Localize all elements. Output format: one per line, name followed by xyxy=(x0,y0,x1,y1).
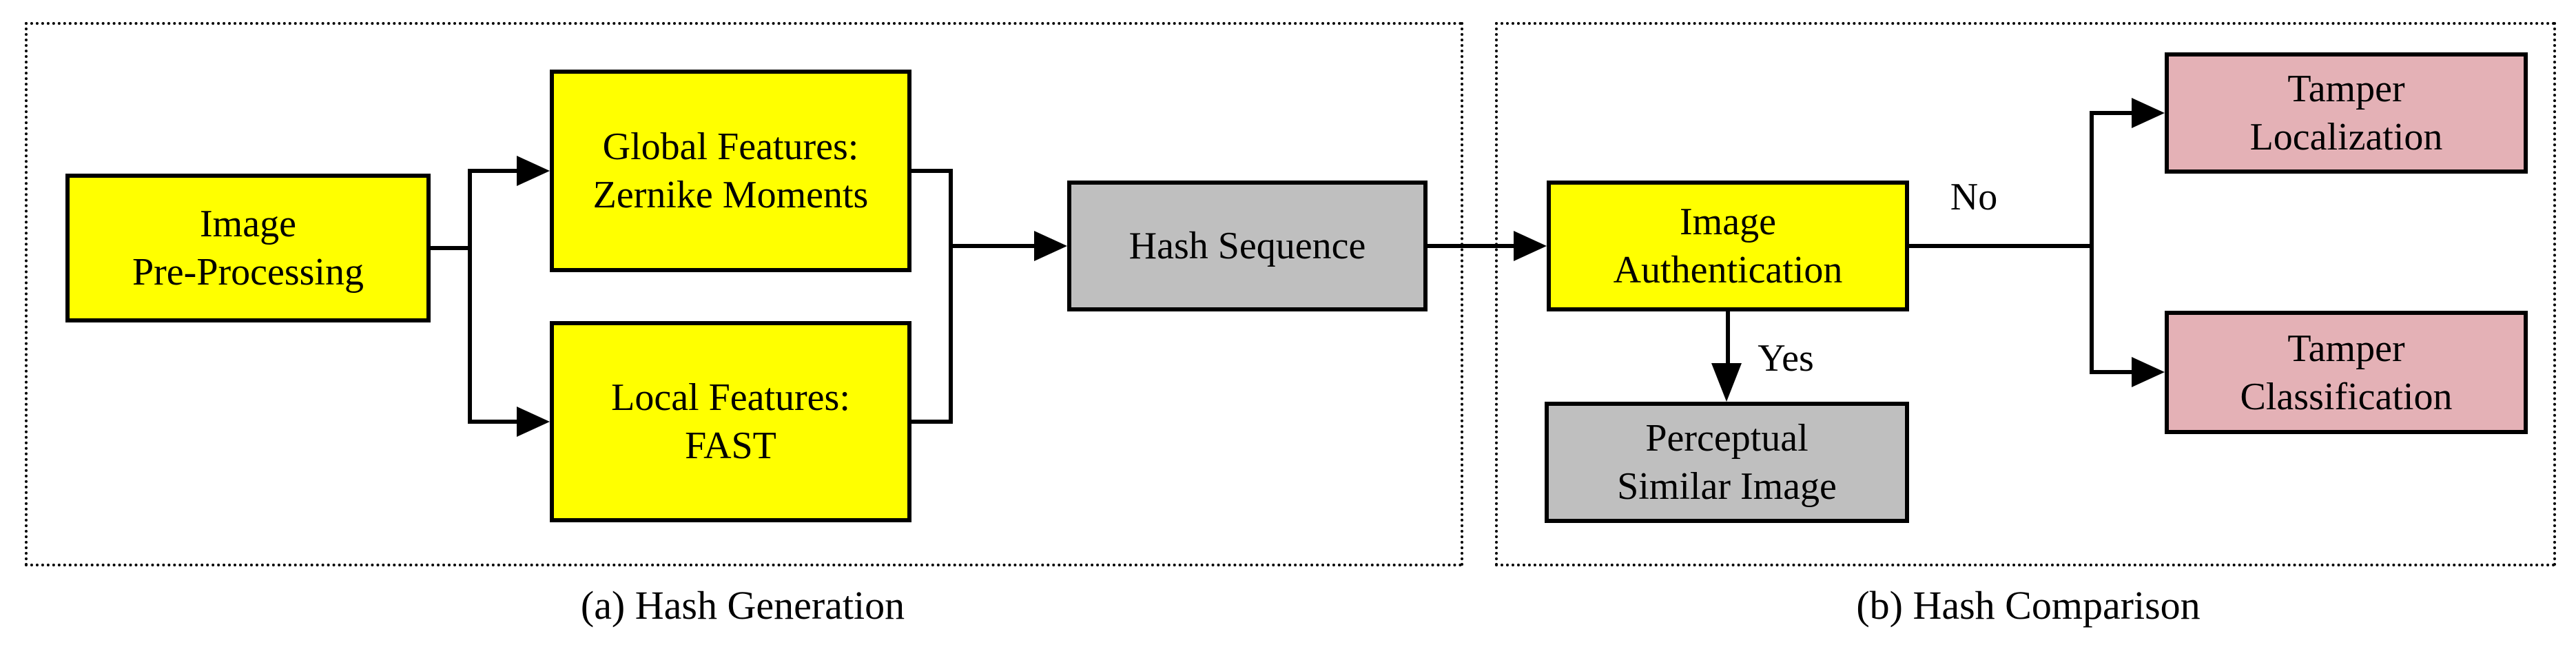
node-image-pre-processing-label: Image Pre-Processing xyxy=(132,203,364,294)
node-tamper-localization-label: Tamper Localization xyxy=(2249,68,2443,158)
connector-to-classification xyxy=(2090,370,2132,374)
node-hash-sequence: Hash Sequence xyxy=(1067,181,1428,311)
node-global-features: Global Features: Zernike Moments xyxy=(550,70,911,272)
node-tamper-classification: Tamper Classification xyxy=(2165,311,2528,434)
connector-no-branch xyxy=(1909,244,2094,248)
connector-local-out xyxy=(907,420,953,424)
arrowhead-to-local-icon xyxy=(517,407,550,437)
arrowhead-to-classification-icon xyxy=(2132,357,2165,387)
node-global-features-label: Global Features: Zernike Moments xyxy=(593,125,869,216)
arrowhead-to-authentication-icon xyxy=(1514,231,1547,261)
node-local-features: Local Features: FAST xyxy=(550,321,911,522)
connector-to-hash-sequence xyxy=(949,244,1034,248)
node-perceptual-similar-image: Perceptual Similar Image xyxy=(1545,402,1909,523)
edge-label-no: No xyxy=(1950,176,1998,218)
node-image-pre-processing: Image Pre-Processing xyxy=(65,174,431,322)
arrowhead-to-localization-icon xyxy=(2132,98,2165,128)
caption-hash-comparison: (b) Hash Comparison xyxy=(1856,583,2201,628)
edge-label-yes: Yes xyxy=(1758,337,1814,380)
connector-global-out xyxy=(907,169,953,173)
node-perceptual-similar-image-label: Perceptual Similar Image xyxy=(1617,417,1837,508)
connector-yes-branch xyxy=(1726,311,1730,363)
node-tamper-localization: Tamper Localization xyxy=(2165,52,2528,174)
node-hash-sequence-label: Hash Sequence xyxy=(1129,225,1366,267)
hash-generation-panel-border xyxy=(25,22,1463,566)
connector-merge-vertical xyxy=(949,169,953,424)
connector-to-local xyxy=(468,420,519,424)
node-tamper-classification-label: Tamper Classification xyxy=(2240,327,2453,418)
connector-hash-to-auth xyxy=(1428,244,1514,248)
hash-comparison-panel-border xyxy=(1495,22,2556,566)
connector-branch-vertical xyxy=(2090,111,2094,374)
node-local-features-label: Local Features: FAST xyxy=(611,376,850,467)
caption-hash-generation: (a) Hash Generation xyxy=(580,583,905,628)
connector-to-localization xyxy=(2090,111,2132,115)
node-image-authentication-label: Image Authentication xyxy=(1613,201,1843,291)
connector-preprocessing-out xyxy=(426,246,472,250)
connector-to-global xyxy=(468,169,519,173)
arrowhead-to-hash-icon xyxy=(1034,231,1067,261)
connector-split-vertical xyxy=(468,169,472,424)
arrowhead-to-global-icon xyxy=(517,156,550,186)
arrowhead-to-perceptual-icon xyxy=(1711,363,1742,402)
node-image-authentication: Image Authentication xyxy=(1547,181,1909,311)
